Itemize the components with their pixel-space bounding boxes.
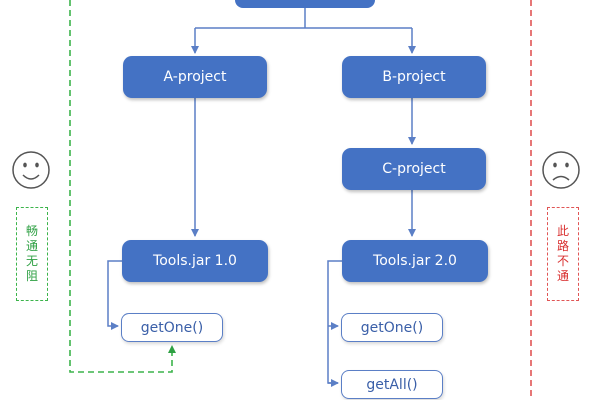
root-connectors [191,8,416,54]
dependency-arrows [191,98,416,237]
label-char: 不 [556,254,569,268]
smooth-path-label: 畅 通 无 阻 [16,207,48,301]
smiley-face-icon [12,151,50,189]
label-char: 通 [556,269,569,283]
label-char: 路 [556,239,569,253]
green-dashed-path [69,0,176,373]
tools-jar-v1-node: Tools.jar 1.0 [122,240,268,282]
sad-face-icon [542,151,580,189]
right-getall-method: getAll() [341,370,443,399]
left-getone-method: getOne() [121,313,223,342]
label-char: 通 [25,239,38,253]
label-char: 此 [556,224,569,238]
label-char: 无 [25,254,38,268]
tools-jar-v2-node: Tools.jar 2.0 [342,240,488,282]
label-char: 畅 [25,224,38,238]
a-project-node: A-project [123,56,267,98]
c-project-node: C-project [342,148,486,190]
method-arrows [107,260,342,387]
right-getone-method: getOne() [341,313,443,342]
root-node-fragment [235,0,375,8]
blocked-path-label: 此 路 不 通 [547,207,579,301]
b-project-node: B-project [342,56,486,98]
label-char: 阻 [25,269,38,283]
